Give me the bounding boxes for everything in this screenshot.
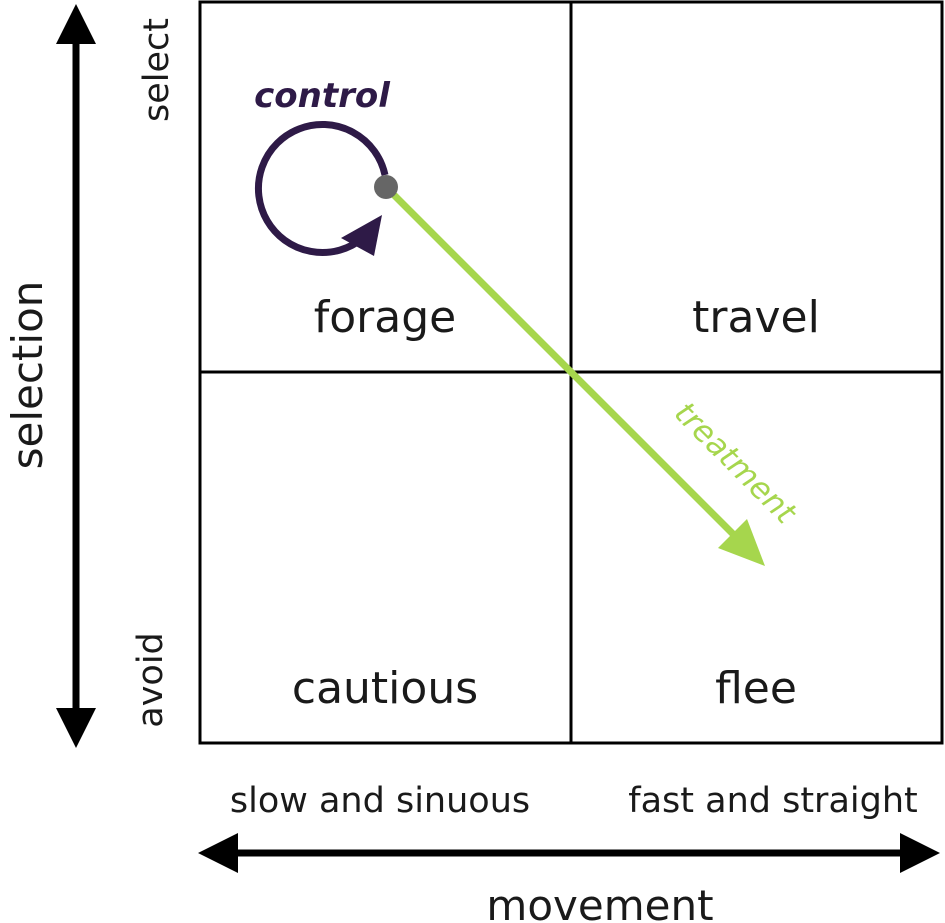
movement-axis-right-label: fast and straight: [628, 781, 917, 821]
selection-axis-arrowhead-down-icon: [56, 708, 96, 748]
treatment-label: treatment: [667, 395, 804, 532]
movement-axis-title: movement: [486, 881, 713, 923]
selection-axis-bottom-label: avoid: [131, 632, 171, 728]
selection-axis-arrowhead-up-icon: [56, 4, 96, 44]
start-point-marker: [374, 175, 398, 199]
quadrant-label-flee: flee: [715, 663, 797, 714]
selection-axis-title: selection: [3, 281, 52, 470]
treatment-arrowhead-icon: [718, 519, 765, 566]
control-loop-arrow: [254, 121, 389, 256]
movement-axis-arrowhead-left-icon: [198, 833, 238, 873]
control-loop-arrowhead-icon: [341, 215, 382, 256]
movement-axis-left-label: slow and sinuous: [230, 781, 530, 821]
quadrant-label-cautious: cautious: [292, 663, 478, 714]
movement-axis-arrowhead-right-icon: [900, 833, 940, 873]
quadrant-label-travel: travel: [692, 292, 820, 343]
treatment-arrow: [383, 184, 748, 549]
quadrant-label-forage: forage: [314, 292, 456, 343]
selection-axis-top-label: select: [137, 18, 177, 122]
control-label: control: [254, 76, 391, 116]
